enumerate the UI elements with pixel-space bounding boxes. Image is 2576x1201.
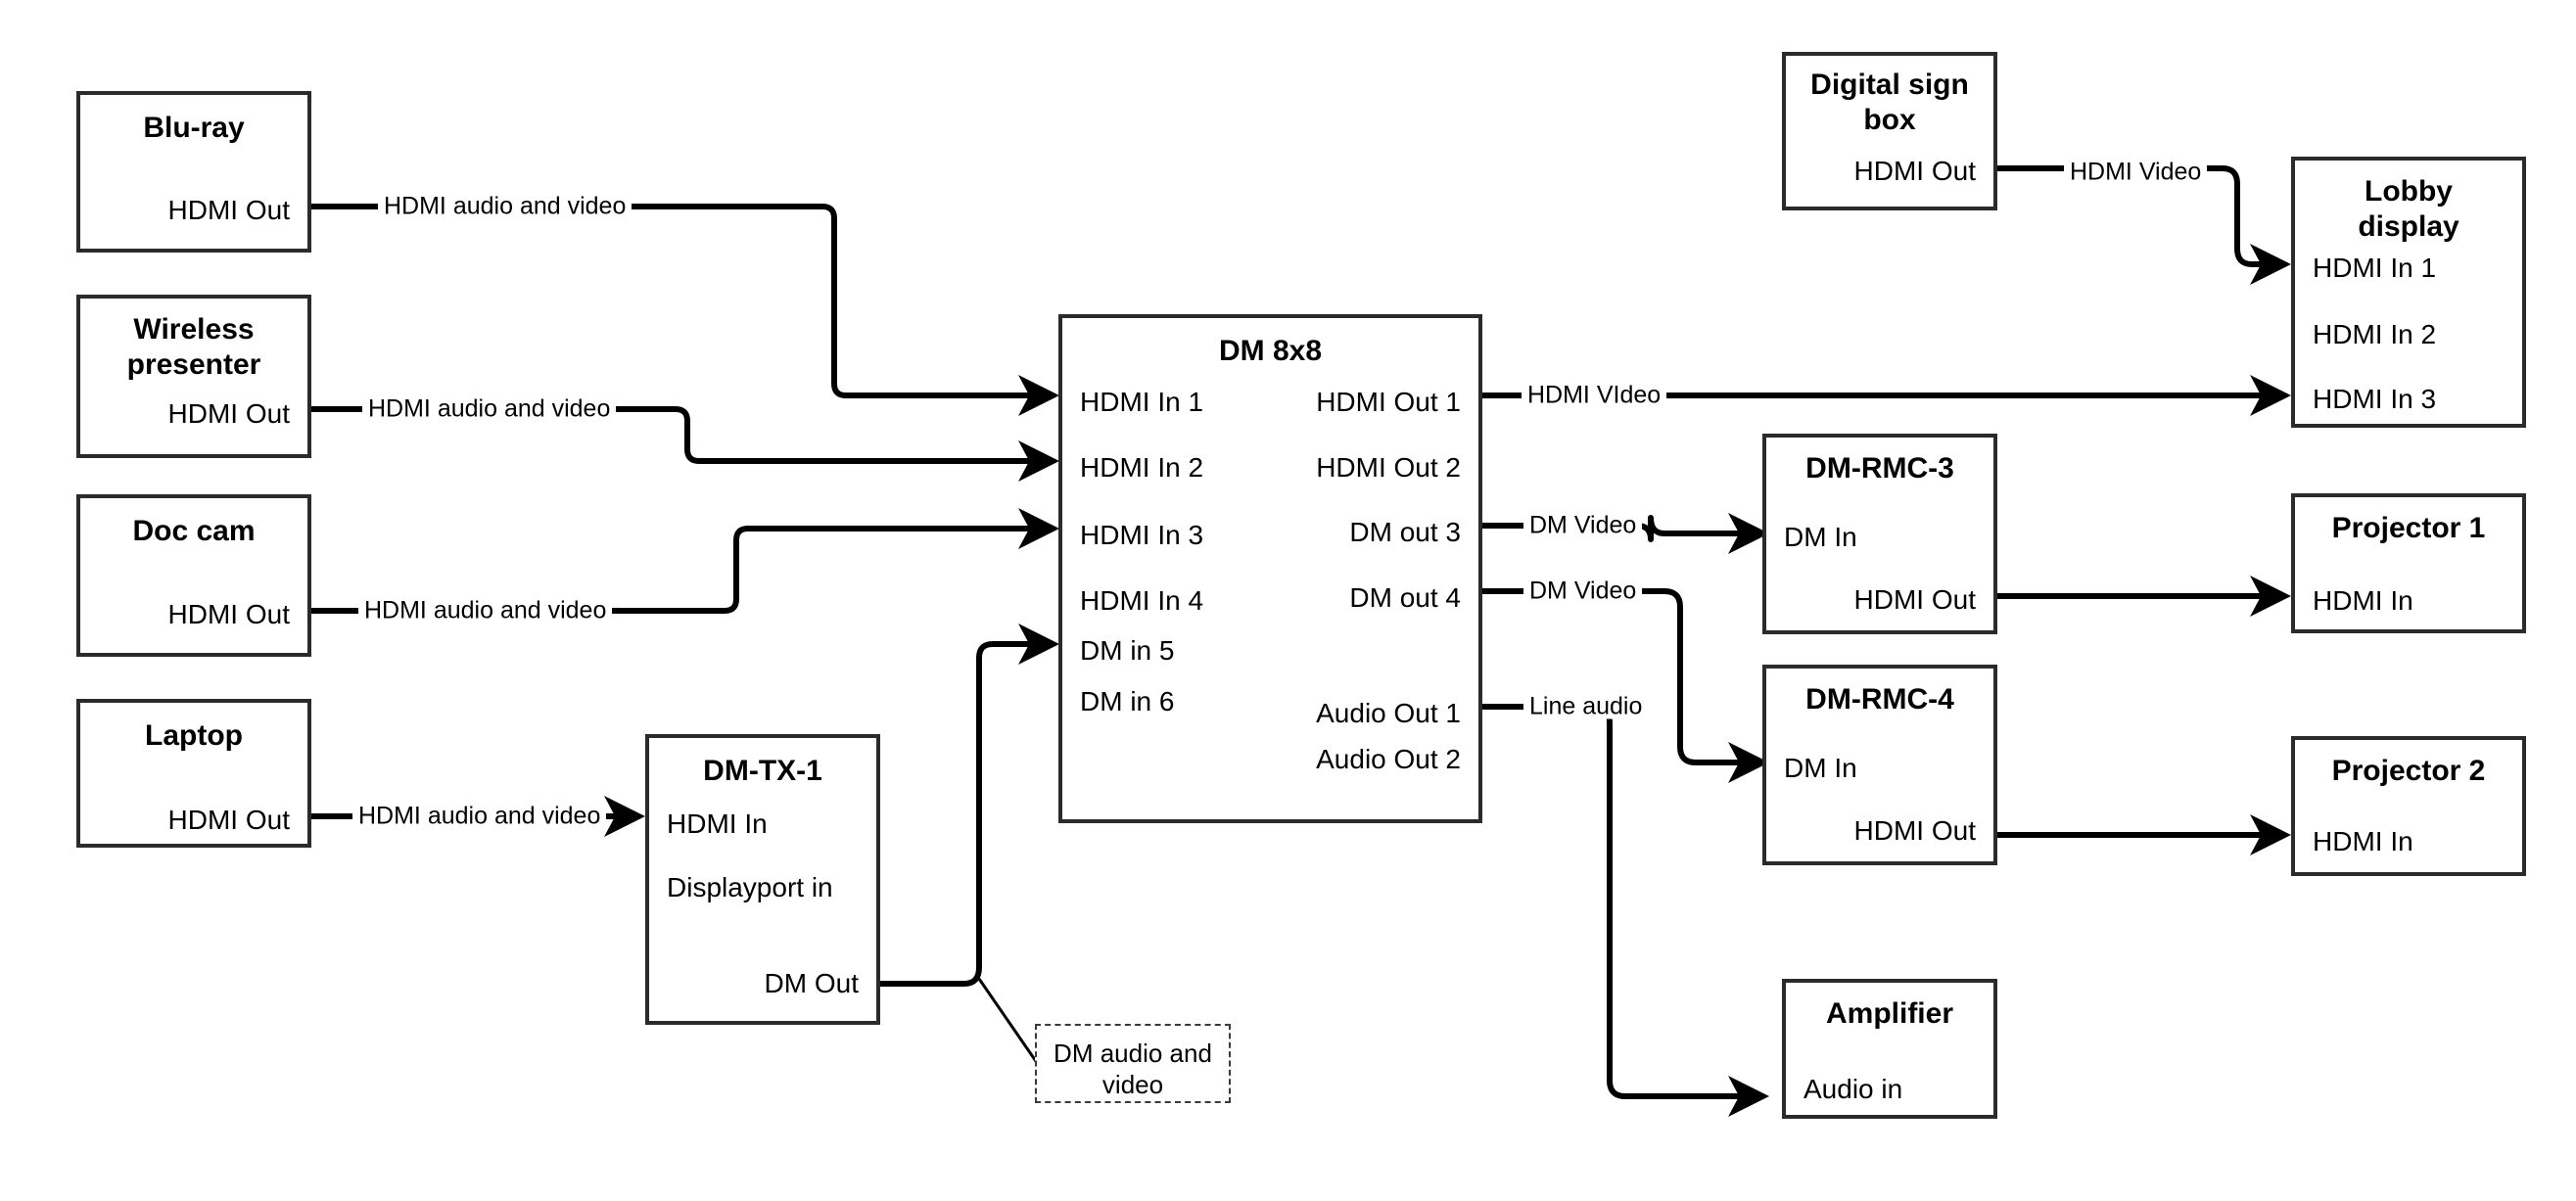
port-bluray-hdmi-out[interactable]: HDMI Out — [167, 195, 290, 225]
port-dm8x8-hdmi-in-1[interactable]: HDMI In 1 — [1080, 387, 1204, 417]
node-dm-rmc-3[interactable]: DM-RMC-3 DM In HDMI Out — [1762, 434, 1997, 634]
node-dm-8x8-title: DM 8x8 — [1218, 335, 1323, 367]
port-dmrmc3-hdmi-out[interactable]: HDMI Out — [1853, 584, 1976, 615]
port-projector2-hdmi-in[interactable]: HDMI In — [2313, 826, 2413, 856]
wire-label-dm-video-4: DM Video — [1523, 578, 1643, 604]
port-lobby-hdmi-in-3[interactable]: HDMI In 3 — [2313, 384, 2437, 414]
port-dm8x8-audio-out-2[interactable]: Audio Out 2 — [1316, 744, 1461, 774]
node-amplifier[interactable]: Amplifier Audio in — [1782, 979, 1997, 1119]
port-dm8x8-dm-in-5[interactable]: DM in 5 — [1080, 635, 1175, 666]
node-doc-cam-title: Doc cam — [132, 515, 256, 547]
wire-label-bluray: HDMI audio and video — [378, 194, 632, 219]
port-dmtx1-displayport-in[interactable]: Displayport in — [667, 872, 833, 902]
port-lobby-hdmi-in-1[interactable]: HDMI In 1 — [2313, 253, 2437, 283]
port-dm8x8-hdmi-out-2[interactable]: HDMI Out 2 — [1316, 452, 1461, 483]
port-laptop-hdmi-out[interactable]: HDMI Out — [167, 805, 290, 835]
wire-label-hdmi-video-sign: HDMI Video — [2064, 160, 2208, 185]
wire-bluray-to-dm8x8 — [311, 204, 1059, 416]
port-projector1-hdmi-in[interactable]: HDMI In — [2313, 585, 2413, 616]
port-amplifier-audio-in[interactable]: Audio in — [1803, 1074, 1903, 1104]
port-dmrmc3-dm-in[interactable]: DM In — [1784, 522, 1857, 552]
node-wireless-presenter[interactable]: Wireless presenter HDMI Out — [76, 295, 311, 458]
port-lobby-hdmi-in-2[interactable]: HDMI In 2 — [2313, 319, 2437, 349]
node-digital-sign-box[interactable]: Digital sign box HDMI Out — [1782, 52, 1997, 210]
port-dm8x8-dm-out-3[interactable]: DM out 3 — [1349, 517, 1461, 547]
port-dm8x8-hdmi-in-4[interactable]: HDMI In 4 — [1080, 585, 1204, 616]
node-amplifier-title: Amplifier — [1825, 997, 1954, 1030]
node-dm-tx-1-title: DM-TX-1 — [703, 755, 822, 787]
port-dm8x8-hdmi-in-2[interactable]: HDMI In 2 — [1080, 452, 1204, 483]
node-projector-1-title: Projector 1 — [2331, 512, 2486, 544]
wire-label-hdmi-video-out1: HDMI VIdeo — [1522, 383, 1667, 408]
port-dmrmc4-dm-in[interactable]: DM In — [1784, 753, 1857, 783]
port-dm8x8-hdmi-in-3[interactable]: HDMI In 3 — [1080, 520, 1204, 550]
node-dm-8x8[interactable]: DM 8x8 HDMI In 1 HDMI In 2 HDMI In 3 HDM… — [1058, 314, 1482, 823]
port-digitalsign-hdmi-out[interactable]: HDMI Out — [1853, 156, 1976, 186]
node-lobby-display-title: Lobby display — [2358, 175, 2459, 243]
wire-label-laptop: HDMI audio and video — [352, 804, 607, 829]
node-lobby-display[interactable]: Lobby display HDMI In 1 HDMI In 2 HDMI I… — [2291, 157, 2526, 428]
wire-note-leader — [977, 978, 1042, 1068]
port-dmtx1-hdmi-in[interactable]: HDMI In — [667, 808, 768, 839]
wire-dmtx1-to-dm8x8 — [880, 624, 1059, 987]
node-bluray-title: Blu-ray — [143, 112, 245, 144]
port-dm8x8-audio-out-1[interactable]: Audio Out 1 — [1316, 698, 1461, 728]
port-dm8x8-dm-in-6[interactable]: DM in 6 — [1080, 686, 1175, 716]
note-dm-audio-and-video-text: DM audio and video — [1054, 1039, 1212, 1099]
port-dm8x8-dm-out-4[interactable]: DM out 4 — [1349, 582, 1461, 613]
port-dmrmc4-hdmi-out[interactable]: HDMI Out — [1853, 815, 1976, 846]
note-dm-audio-and-video: DM audio and video — [1035, 1024, 1231, 1103]
wire-label-line-audio: Line audio — [1523, 694, 1649, 719]
wire-dmout4-to-dmrmc4 — [1482, 588, 1769, 783]
node-wireless-presenter-title: Wireless presenter — [126, 313, 261, 381]
node-doc-cam[interactable]: Doc cam HDMI Out — [76, 494, 311, 657]
node-digital-sign-box-title: Digital sign box — [1810, 69, 1969, 136]
node-projector-2[interactable]: Projector 2 HDMI In — [2291, 736, 2526, 876]
port-doccam-hdmi-out[interactable]: HDMI Out — [167, 599, 290, 629]
wire-audioout1-to-amplifier — [1482, 704, 1769, 1117]
node-projector-2-title: Projector 2 — [2331, 755, 2486, 787]
node-bluray[interactable]: Blu-ray HDMI Out — [76, 91, 311, 253]
node-laptop[interactable]: Laptop HDMI Out — [76, 699, 311, 848]
wire-label-wireless: HDMI audio and video — [362, 396, 617, 422]
port-dmtx1-dm-out[interactable]: DM Out — [764, 968, 859, 998]
node-laptop-title: Laptop — [145, 719, 243, 752]
node-dm-rmc-3-title: DM-RMC-3 — [1805, 452, 1954, 485]
port-dm8x8-hdmi-out-1[interactable]: HDMI Out 1 — [1316, 387, 1461, 417]
node-projector-1[interactable]: Projector 1 HDMI In — [2291, 493, 2526, 633]
wire-label-doccam: HDMI audio and video — [358, 598, 613, 624]
node-dm-rmc-4-title: DM-RMC-4 — [1805, 683, 1954, 716]
port-wireless-hdmi-out[interactable]: HDMI Out — [167, 398, 290, 429]
node-dm-tx-1[interactable]: DM-TX-1 HDMI In Displayport in DM Out — [645, 734, 880, 1025]
wire-label-dm-video-3: DM Video — [1523, 513, 1643, 538]
node-dm-rmc-4[interactable]: DM-RMC-4 DM In HDMI Out — [1762, 665, 1997, 865]
